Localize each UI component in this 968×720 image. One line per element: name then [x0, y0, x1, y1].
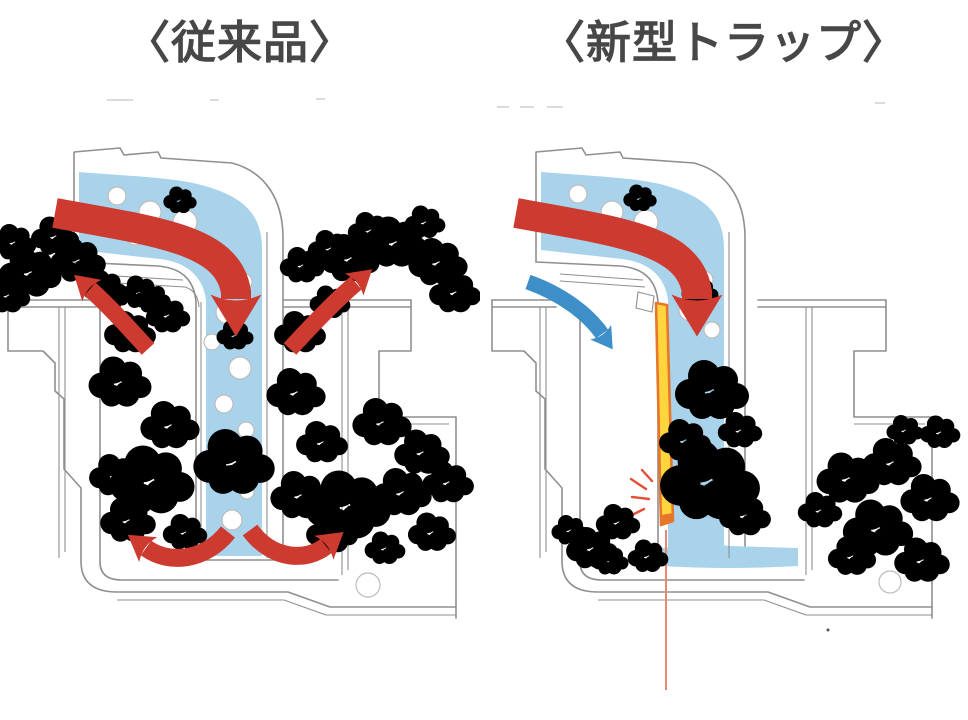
foam-clouds — [0, 205, 480, 598]
flow-arrows — [513, 198, 723, 350]
foam-spread-arrow-bottom-left — [127, 526, 236, 567]
foam-escape-arrow-right — [283, 269, 373, 355]
water-inflow-arrow — [513, 198, 723, 337]
panel-title-new-trap: 〈新型トラップ〉 — [539, 17, 908, 68]
new-trap-illustration — [491, 147, 961, 690]
faint-crop-marks — [107, 98, 885, 108]
foam-escape-arrow-left — [74, 274, 155, 355]
water-pool — [662, 544, 798, 568]
panel-title-conventional: 〈従来品〉 — [124, 17, 355, 68]
water-inflow-arrow — [52, 198, 262, 337]
inner-lid-lines — [559, 273, 655, 313]
flow-arrows — [52, 198, 373, 567]
conventional-trap-illustration — [0, 147, 480, 619]
foam-clouds — [551, 360, 961, 594]
foam-spread-arrow-bottom-right — [242, 524, 344, 565]
stray-dot — [826, 628, 830, 632]
seal-sparkle-marks — [628, 468, 654, 518]
air-flow-arrow — [525, 274, 613, 350]
flap-pivot-bracket — [635, 291, 655, 313]
